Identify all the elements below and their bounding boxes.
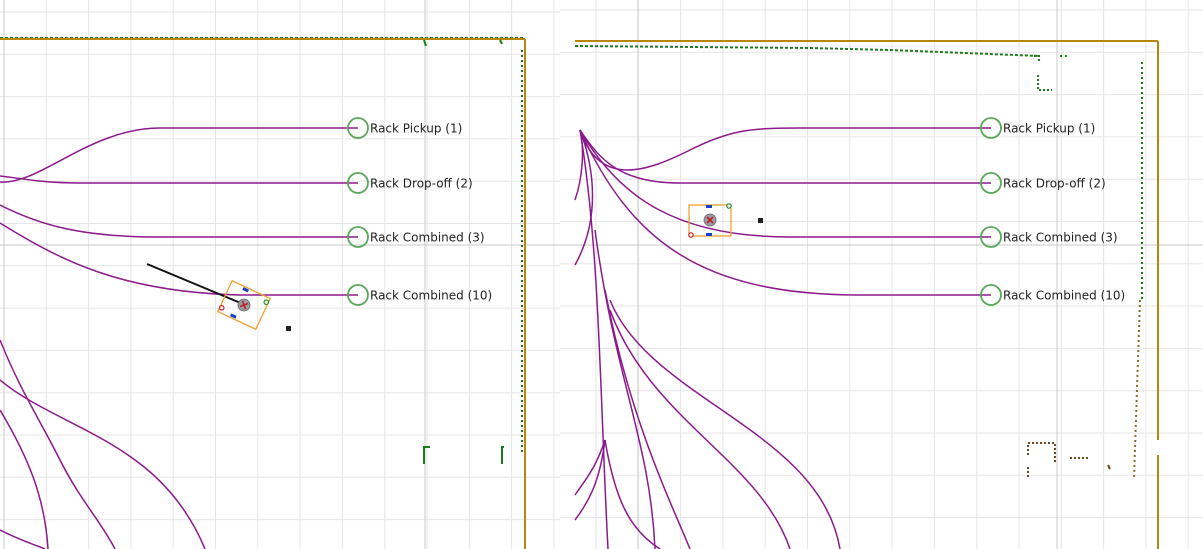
path-network [0, 127, 358, 549]
path-network [574, 127, 991, 549]
station-rack-pickup-1[interactable]: Rack Pickup (1) [347, 117, 462, 139]
wall-scan [574, 40, 1159, 549]
station-label: Rack Drop-off (2) [1003, 177, 1106, 191]
path-segment [579, 129, 609, 549]
path-segment [0, 529, 46, 549]
path-segment [0, 409, 49, 549]
map-view-right[interactable]: Rack Pickup (1) Rack Drop-off (2) Rack C… [560, 0, 1203, 549]
station-rack-combined-10[interactable]: Rack Combined (10) [980, 284, 1125, 306]
path-segment [0, 339, 116, 549]
path-segment [579, 129, 991, 238]
robot-marker[interactable] [688, 203, 732, 238]
grid [0, 0, 560, 549]
target-marker [758, 218, 763, 223]
station-label: Rack Pickup (1) [1003, 122, 1095, 136]
path-segment [579, 129, 991, 296]
station-rack-combined-3[interactable]: Rack Combined (3) [980, 226, 1118, 248]
path-segment [609, 299, 841, 549]
station-label: Rack Pickup (1) [370, 122, 462, 136]
path-segment [0, 222, 358, 296]
target-marker [286, 326, 291, 331]
robot-marker[interactable] [216, 279, 272, 331]
path-segment [0, 204, 358, 238]
path-segment [574, 439, 606, 496]
station-rack-drop-off-2[interactable]: Rack Drop-off (2) [347, 172, 473, 194]
station-label: Rack Combined (3) [370, 231, 485, 245]
path-segment [604, 289, 691, 549]
station-rack-drop-off-2[interactable]: Rack Drop-off (2) [980, 172, 1106, 194]
map-canvas-left[interactable]: Rack Pickup (1) Rack Drop-off (2) Rack C… [0, 0, 560, 549]
path-segment [594, 229, 656, 549]
path-segment [0, 127, 358, 183]
station-label: Rack Combined (3) [1003, 231, 1118, 245]
path-segment [574, 129, 594, 266]
map-view-left[interactable]: Rack Pickup (1) Rack Drop-off (2) Rack C… [0, 0, 560, 549]
path-segment [0, 379, 206, 549]
station-rack-combined-10[interactable]: Rack Combined (10) [347, 284, 492, 306]
map-canvas-right[interactable]: Rack Pickup (1) Rack Drop-off (2) Rack C… [560, 0, 1203, 549]
path-segment [609, 309, 791, 549]
path-segment [579, 127, 991, 171]
station-rack-pickup-1[interactable]: Rack Pickup (1) [980, 117, 1095, 139]
station-label: Rack Combined (10) [1003, 289, 1125, 303]
path-segment [574, 439, 606, 521]
station-label: Rack Combined (10) [370, 289, 492, 303]
grid [560, 0, 1203, 549]
planned-trajectory [146, 263, 244, 305]
station-rack-combined-3[interactable]: Rack Combined (3) [347, 226, 485, 248]
path-segment [604, 439, 661, 549]
path-segment [579, 129, 991, 184]
station-label: Rack Drop-off (2) [370, 177, 473, 191]
path-segment [0, 175, 358, 184]
wall-scan [0, 37, 526, 549]
